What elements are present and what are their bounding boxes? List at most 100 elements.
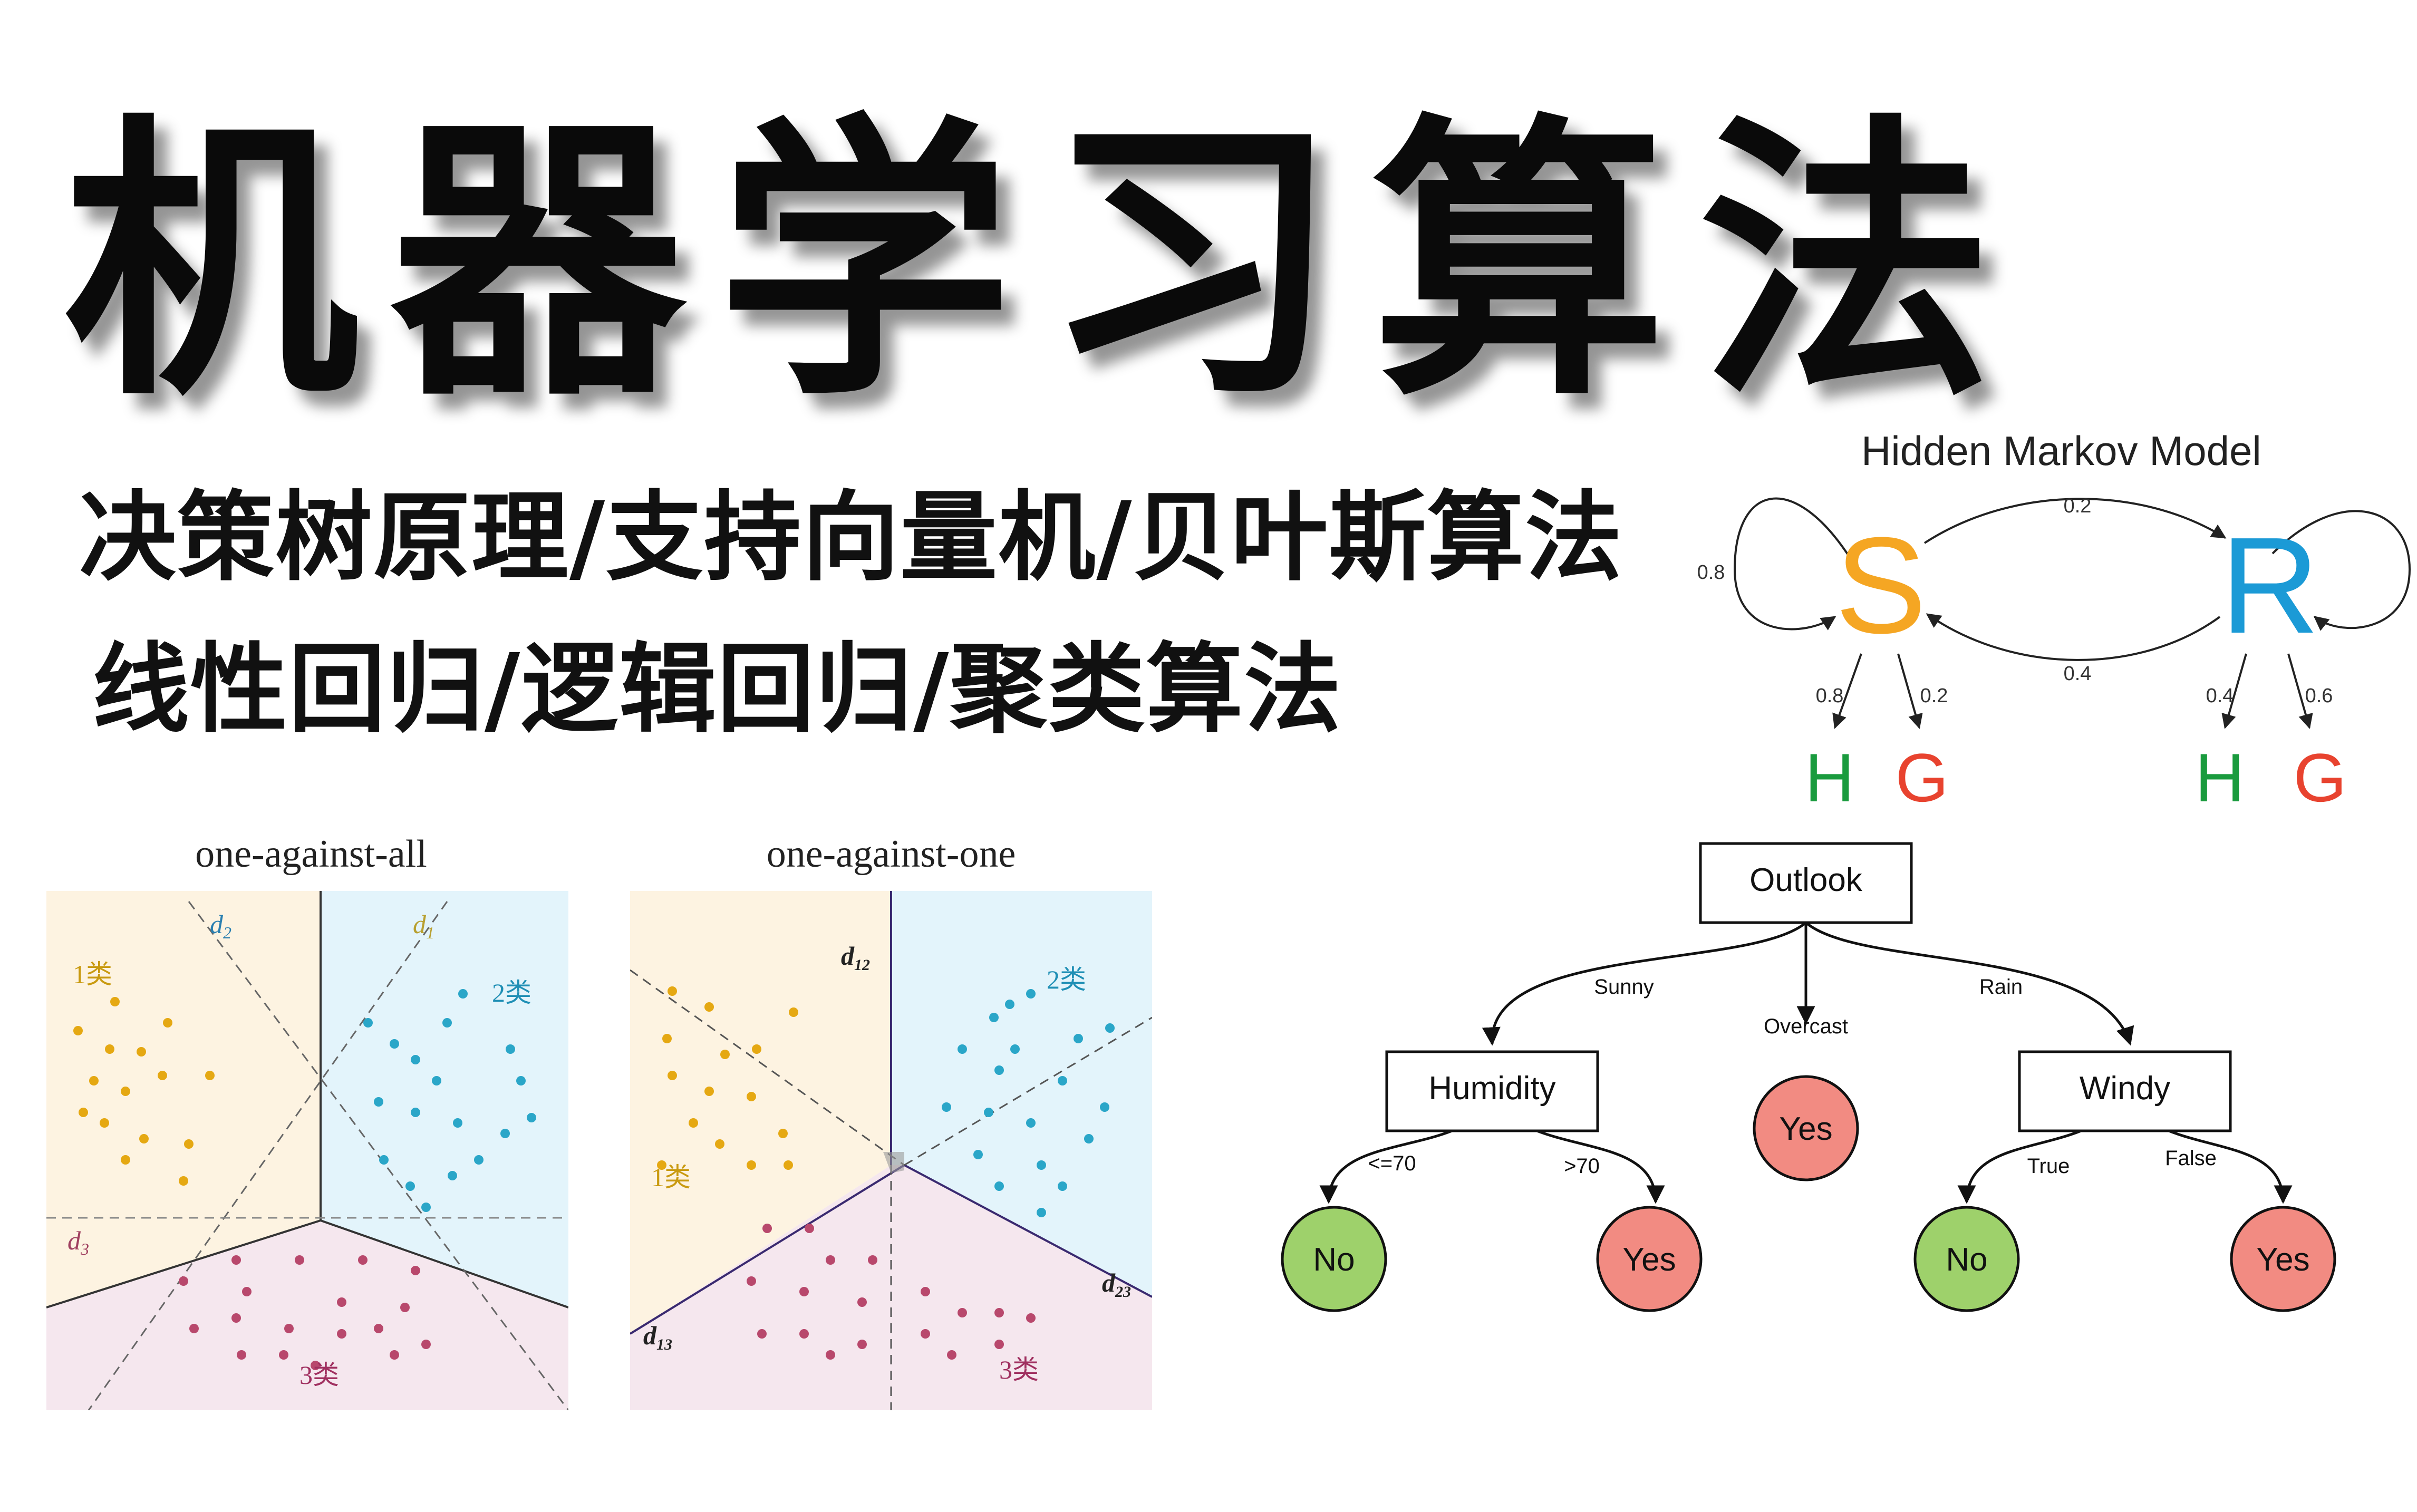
- ova-class3-dot: [411, 1266, 420, 1275]
- hmm-arrow-s-to-r: [1923, 498, 2227, 544]
- ovo-class2-dot: [1084, 1134, 1094, 1143]
- ova-title: one-against-all: [195, 832, 427, 876]
- svm-panel-titles: one-against-all one-against-one: [195, 832, 1016, 876]
- ovo-label-d12: d12: [841, 941, 870, 974]
- ovo-class1-dot: [689, 1118, 698, 1128]
- ovo-class2-dot: [973, 1150, 983, 1159]
- ovo-class1-dot: [747, 1160, 756, 1170]
- ova-class2-dot: [411, 1108, 420, 1117]
- ovo-dots: [657, 986, 1115, 1360]
- ova-line-d2: [188, 901, 568, 1410]
- tree-label-windy-yes: Yes: [2256, 1242, 2309, 1278]
- ovo-class1-dot: [668, 986, 677, 996]
- ovo-class3-dot: [805, 1224, 814, 1233]
- hmm-obs-s-h: H: [1805, 739, 1854, 816]
- tree-branch-rain: Rain: [1979, 975, 2023, 999]
- ova-class1-dot: [163, 1018, 172, 1028]
- ova-class3-dot: [358, 1255, 368, 1265]
- ova-class1-dot: [105, 1044, 114, 1054]
- hmm-prob-r-h: 0.4: [2206, 685, 2234, 707]
- ova-class3-dot: [189, 1324, 199, 1333]
- tree-leaf-windy-yes: [2230, 1206, 2336, 1312]
- ovo-class3-dot: [921, 1287, 930, 1296]
- hmm-state-r: R: [2220, 509, 2319, 662]
- ova-class3-dot: [231, 1255, 241, 1265]
- ova-class3-dot: [374, 1324, 383, 1333]
- ova-class1-dot: [121, 1087, 130, 1096]
- ova-class2-dot: [411, 1055, 420, 1064]
- ovo-class2-dot: [1005, 1000, 1014, 1009]
- ova-class1-dot: [184, 1139, 194, 1149]
- ova-class2-dot: [458, 989, 468, 999]
- ovo-class2-dot: [942, 1102, 951, 1112]
- ova-class2-dot: [379, 1155, 389, 1165]
- ova-class3-dot: [421, 1340, 431, 1349]
- ovo-class1-dot: [704, 1002, 714, 1012]
- ova-class3-dot: [400, 1303, 410, 1312]
- hmm-obs-r-g: G: [2293, 739, 2346, 816]
- ova-class3-dot: [295, 1255, 304, 1265]
- decision-tree: Outlook Sunny Overcast Rain Humidity Yes…: [1281, 842, 2336, 1312]
- ova-class3-dot: [279, 1350, 288, 1360]
- ovo-class-3: 3类: [999, 1355, 1039, 1384]
- ova-class2-dot: [421, 1203, 431, 1212]
- ovo-class3-dot: [826, 1350, 835, 1360]
- ova-panel: d2 d1 d3 1类 2类 3类: [46, 891, 568, 1410]
- hmm-diagram: S R 0.8 0.2 0.4 0.8 0.2 0.4 0.6 H G H G: [1697, 495, 2411, 816]
- tree-label-humidity: Humidity: [1428, 1070, 1555, 1107]
- ova-class1-dot: [89, 1076, 99, 1085]
- tree-label-outlook: Outlook: [1749, 862, 1863, 898]
- tree-leaf-humidity-yes: [1596, 1206, 1703, 1312]
- hmm-obs-r-h: H: [2195, 739, 2245, 816]
- ovo-line-d23: [904, 1016, 1152, 1166]
- ovo-class1-dot: [747, 1092, 756, 1101]
- ovo-class2-dot: [1058, 1076, 1067, 1085]
- ovo-class1-dot: [752, 1044, 761, 1054]
- ovo-class2-dot: [1074, 1034, 1083, 1043]
- ovo-title: one-against-one: [767, 832, 1016, 876]
- ovo-class3-dot: [857, 1297, 867, 1307]
- subtitle-line-1: 决策树原理/支持向量机/贝叶斯算法: [79, 481, 1623, 594]
- ovo-class3-dot: [868, 1255, 877, 1265]
- ovo-class3-dot: [994, 1340, 1004, 1349]
- ovo-class2-dot: [1037, 1208, 1046, 1217]
- ovo-region-3: [630, 1165, 1152, 1410]
- ova-class-3: 3类: [299, 1360, 339, 1390]
- hmm-prob-r-to-s: 0.4: [2064, 663, 2092, 685]
- ova-class2-dot: [432, 1076, 441, 1085]
- ova-region-3: [46, 1220, 568, 1410]
- ovo-class2-dot: [1105, 1023, 1115, 1033]
- ovo-class2-dot: [1100, 1102, 1109, 1112]
- ovo-class3-dot: [857, 1340, 867, 1349]
- ovo-class1-dot: [715, 1139, 724, 1149]
- hmm-prob-r-g: 0.6: [2305, 685, 2333, 707]
- ovo-class3-dot: [947, 1350, 956, 1360]
- ovo-class3-dot: [921, 1329, 930, 1339]
- ova-class2-dot: [374, 1097, 383, 1107]
- ovo-class3-dot: [799, 1287, 809, 1296]
- tree-label-windy: Windy: [2080, 1070, 2170, 1107]
- hmm-prob-s-h: 0.8: [1816, 685, 1844, 707]
- ovo-class3-dot: [958, 1308, 967, 1317]
- ovo-label-d13: d13: [643, 1321, 672, 1353]
- ova-class2-dot: [516, 1076, 526, 1085]
- ova-class1-dot: [137, 1047, 146, 1057]
- ova-dots: [73, 989, 536, 1370]
- ova-class1-dot: [205, 1071, 215, 1080]
- ovo-class3-dot: [757, 1329, 767, 1339]
- ova-class3-dot: [390, 1350, 399, 1360]
- ova-class3-dot: [337, 1329, 346, 1339]
- ova-region-1: [46, 891, 321, 1307]
- ovo-class3-dot: [826, 1255, 835, 1265]
- ova-class1-dot: [179, 1176, 188, 1186]
- ovo-region-2: [891, 891, 1152, 1297]
- ovo-class2-dot: [994, 1065, 1004, 1075]
- ovo-class1-dot: [704, 1087, 714, 1096]
- ovo-class1-dot: [662, 1034, 672, 1043]
- ova-class3-dot: [242, 1287, 252, 1296]
- ova-class2-dot: [474, 1155, 484, 1165]
- ova-class3-dot: [284, 1324, 294, 1333]
- tree-leaf-overcast-yes: [1753, 1075, 1859, 1181]
- tree-branch-true: True: [2027, 1155, 2070, 1178]
- ovo-class2-dot: [984, 1108, 993, 1117]
